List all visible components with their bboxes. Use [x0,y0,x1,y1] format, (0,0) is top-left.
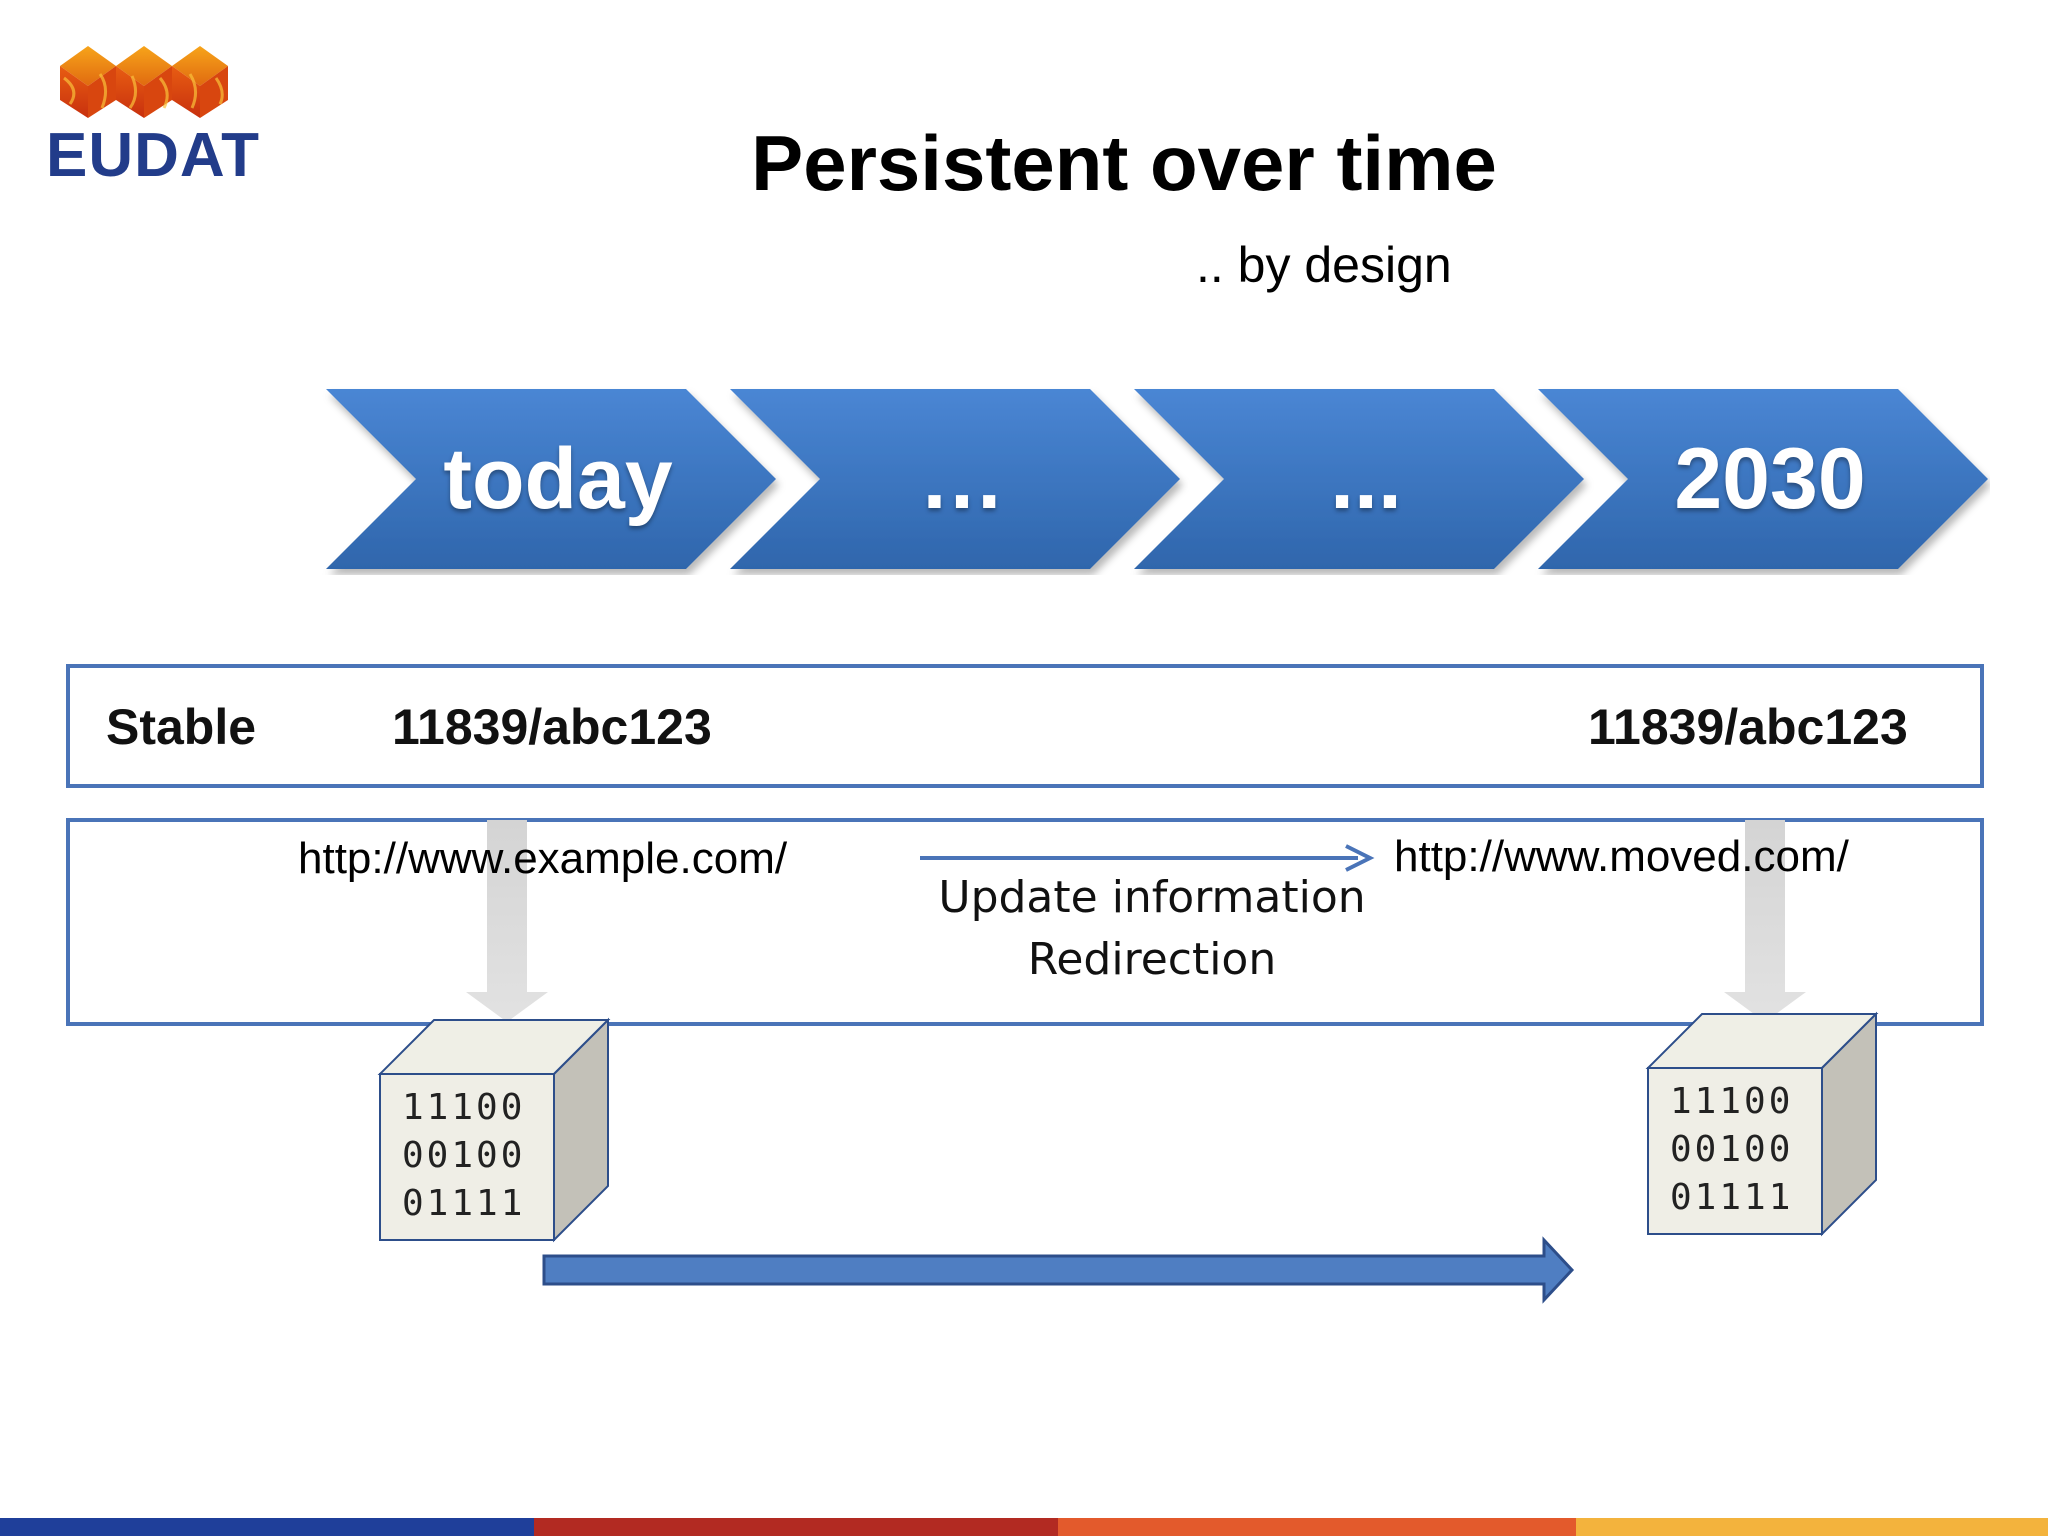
footer-bar-orange [1058,1518,1576,1536]
logo-text: EUDAT [46,121,260,190]
footer-bar-red [534,1518,1058,1536]
stable-label: Stable [106,699,257,755]
timeline-step-3-chevron [1134,389,1584,569]
update-arrow-icon [1345,844,1375,872]
slide-title: Persistent over time [751,119,1497,207]
bits-row: 00100 [402,1135,526,1176]
timeline-step-2-chevron [730,389,1180,569]
update-note-line2: Redirection [1027,934,1277,985]
timeline-step-1-label: today [443,431,673,527]
data-object-bits-left: 11100 00100 01111 [402,1084,525,1228]
handle-start: 11839/abc123 [392,699,712,755]
bits-row: 11100 [402,1087,526,1128]
bits-row: 11100 [1670,1081,1794,1122]
url-new: http://www.moved.com/ [1394,832,1849,881]
data-object-cube-right [1645,1011,1879,1237]
eudat-logo-icon [60,46,228,118]
bits-row: 00100 [1670,1129,1794,1170]
migration-arrow-icon [542,1236,1575,1304]
data-object-cube-left [377,1017,611,1243]
slide-subtitle: .. by design [1196,237,1452,293]
bits-row: 01111 [1670,1177,1794,1218]
timeline-chevrons [326,389,1988,569]
update-note-line1: Update information [938,872,1366,923]
redirection-box [66,818,1984,1026]
data-object-bits-right: 11100 00100 01111 [1670,1078,1793,1222]
resolve-arrow-right-icon [1724,820,1806,1022]
handle-end: 11839/abc123 [1588,699,1908,755]
timeline-step-4-label: 2030 [1674,431,1866,527]
footer-bar-blue [0,1518,534,1536]
timeline-step-4-chevron [1538,389,1988,569]
timeline-step-2-label: … [919,431,1005,527]
url-old: http://www.example.com/ [298,834,788,883]
stable-handle-box [66,664,1984,788]
timeline-step-1-chevron [326,389,776,569]
timeline-step-3-label: ... [1330,431,1402,527]
resolve-arrow-left-icon [466,820,548,1022]
bits-row: 01111 [402,1183,526,1224]
footer-bar-yellow [1576,1518,2048,1536]
